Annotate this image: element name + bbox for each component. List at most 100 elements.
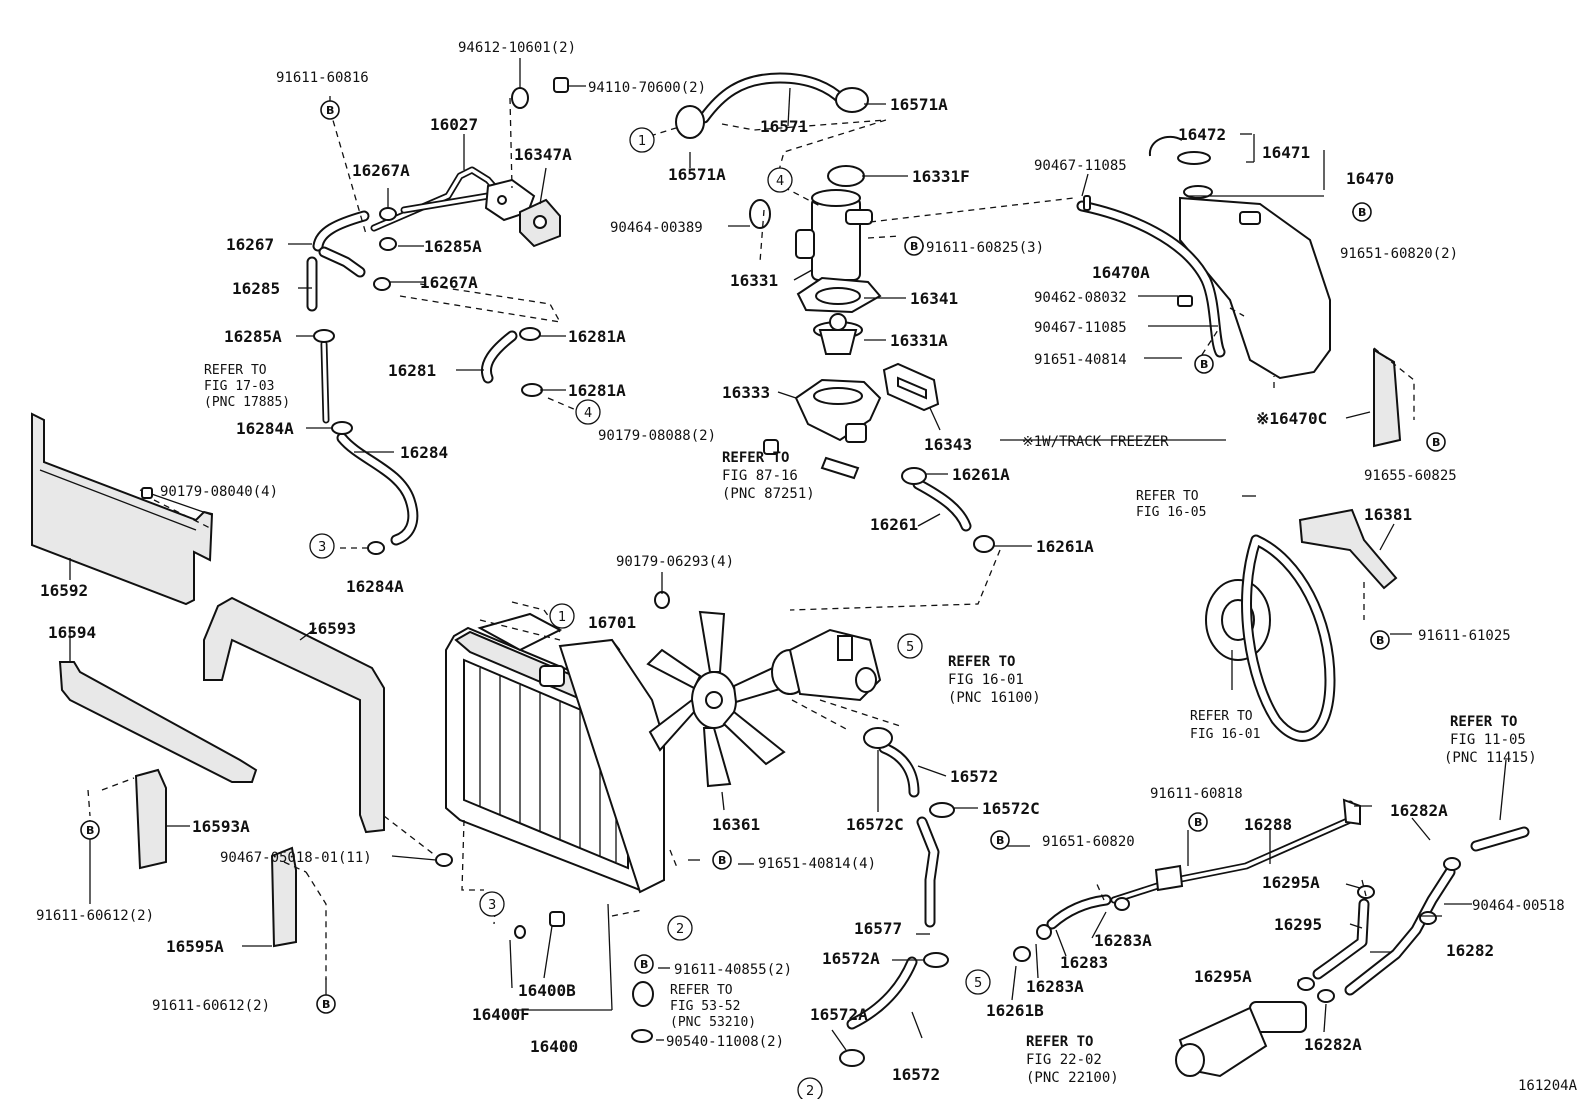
- part-label: 90179-08040(4): [160, 484, 278, 500]
- part-label: 16341: [910, 289, 958, 308]
- part-label: 90464-00389: [610, 220, 703, 236]
- callout-2-a: 2: [667, 915, 693, 941]
- callout-5-a: 5: [897, 633, 923, 659]
- svg-text:(PNC 16100): (PNC 16100): [948, 690, 1041, 706]
- water-valve-22100: [1175, 1001, 1307, 1078]
- side-baffle-16594: [58, 661, 258, 783]
- svg-text:REFER TO: REFER TO: [204, 363, 267, 378]
- part-label: ※16470C: [1256, 409, 1327, 428]
- hose-16572-upper: [878, 742, 920, 798]
- svg-text:FIG 22-02: FIG 22-02: [1026, 1052, 1102, 1068]
- ref-fig-22-02: REFER TO FIG 22-02 (PNC 22100): [1026, 1034, 1119, 1086]
- ref-fig-17-03: REFER TO FIG 17-03 (PNC 17885): [204, 363, 290, 410]
- part-label: 16593A: [192, 817, 250, 836]
- ref-fig-16-01-pulley: REFER TO FIG 16-01: [1190, 709, 1260, 742]
- svg-text:FIG 11-05: FIG 11-05: [1450, 732, 1526, 748]
- svg-text:FIG 87-16: FIG 87-16: [722, 468, 798, 484]
- water-pump-16100: [771, 628, 882, 702]
- part-label: 16470: [1346, 169, 1394, 188]
- b-marker: B: [1188, 812, 1208, 832]
- small-fasteners: [141, 77, 1461, 1067]
- part-label: 16572A: [810, 1005, 868, 1024]
- thermostat-housing-16333: [794, 378, 882, 480]
- hose-16572-lower: [846, 956, 918, 1030]
- part-label: 91611-61025: [1418, 628, 1511, 644]
- svg-text:REFER TO: REFER TO: [1136, 489, 1199, 504]
- part-label: 16295: [1274, 915, 1322, 934]
- callout-3-a: 3: [309, 533, 335, 559]
- ref-fig-87-16: REFER TO FIG 87-16 (PNC 87251): [722, 450, 815, 502]
- part-label: 16571: [760, 117, 808, 136]
- callout-2-b: 2: [797, 1077, 823, 1099]
- svg-text:FIG 16-01: FIG 16-01: [1190, 727, 1260, 742]
- part-label: 16261A: [1036, 537, 1094, 556]
- cap-16331F: [827, 165, 865, 187]
- part-labels: 94612-10601(2) 94110-70600(2) 91611-6081…: [36, 40, 1565, 1084]
- part-label: 94612-10601(2): [458, 40, 576, 56]
- part-label: 16381: [1364, 505, 1412, 524]
- lower-baffle-16592: [31, 412, 214, 606]
- svg-text:B: B: [322, 998, 330, 1011]
- svg-text:B: B: [1200, 358, 1208, 371]
- b-marker: B: [712, 850, 732, 870]
- part-label: 16267A: [420, 273, 478, 292]
- hose-16283: [1046, 894, 1112, 930]
- part-label: 16572A: [822, 949, 880, 968]
- svg-text:B: B: [326, 104, 334, 117]
- part-label: 16594: [48, 623, 96, 642]
- svg-text:REFER TO: REFER TO: [1026, 1034, 1093, 1050]
- hose-16282: [1344, 866, 1456, 996]
- part-label: 90467-05018-01(11): [220, 850, 372, 866]
- hose-16267: [312, 210, 370, 252]
- part-label: 91611-60818: [1150, 786, 1243, 802]
- part-label: 16470A: [1092, 263, 1150, 282]
- hose-16261: [912, 478, 972, 532]
- clamp-16571A: [675, 87, 869, 139]
- b-marker: B: [80, 820, 100, 840]
- b-marker: B: [316, 994, 336, 1014]
- svg-text:(PNC 11415): (PNC 11415): [1444, 750, 1537, 766]
- callout-5-b: 5: [965, 969, 991, 995]
- part-label: 16284A: [236, 419, 294, 438]
- part-label: 16572C: [982, 799, 1040, 818]
- part-label: 16261A: [952, 465, 1010, 484]
- seal-16595A: [270, 846, 297, 948]
- part-label: 16333: [722, 383, 770, 402]
- part-label: 16361: [712, 815, 760, 834]
- svg-text:(PNC 53210): (PNC 53210): [670, 1015, 756, 1030]
- bracket-16470C: [1373, 348, 1402, 448]
- callout-3-b: 3: [479, 891, 505, 917]
- fan-16361: [646, 610, 791, 788]
- part-label: 16288: [1244, 815, 1292, 834]
- part-label: 16283A: [1094, 931, 1152, 950]
- part-label: 16571A: [890, 95, 948, 114]
- svg-text:(PNC 87251): (PNC 87251): [722, 486, 815, 502]
- part-label: 94110-70600(2): [588, 80, 706, 96]
- part-label: 90462-08032: [1034, 290, 1127, 306]
- part-label: 16285A: [424, 237, 482, 256]
- b-marker: B: [990, 830, 1010, 850]
- part-label: 16284: [400, 443, 448, 462]
- hose-16577: [916, 816, 940, 928]
- track-freezer-note: ※1W/TRACK FREEZER: [1022, 434, 1169, 450]
- svg-text:4: 4: [776, 174, 784, 189]
- part-label: 16282A: [1390, 801, 1448, 820]
- svg-text:3: 3: [488, 898, 496, 913]
- part-label: 16295A: [1262, 873, 1320, 892]
- svg-text:B: B: [718, 854, 726, 867]
- svg-text:(PNC 17885): (PNC 17885): [204, 395, 290, 410]
- part-label: 90464-00518: [1472, 898, 1565, 914]
- seal-16593A: [134, 768, 167, 870]
- ref-fig-16-05: REFER TO FIG 16-05: [1136, 489, 1206, 520]
- hose-16281: [481, 330, 518, 384]
- part-label: 90179-06293(4): [616, 554, 734, 570]
- part-label: 16595A: [166, 937, 224, 956]
- part-label: 16267A: [352, 161, 410, 180]
- water-outlet-16331: [795, 189, 873, 281]
- part-label: 16281A: [568, 327, 626, 346]
- ref-fig-16-01-pump: REFER TO FIG 16-01 (PNC 16100): [948, 654, 1041, 706]
- svg-text:B: B: [1358, 206, 1366, 219]
- gasket-16341: [796, 276, 882, 314]
